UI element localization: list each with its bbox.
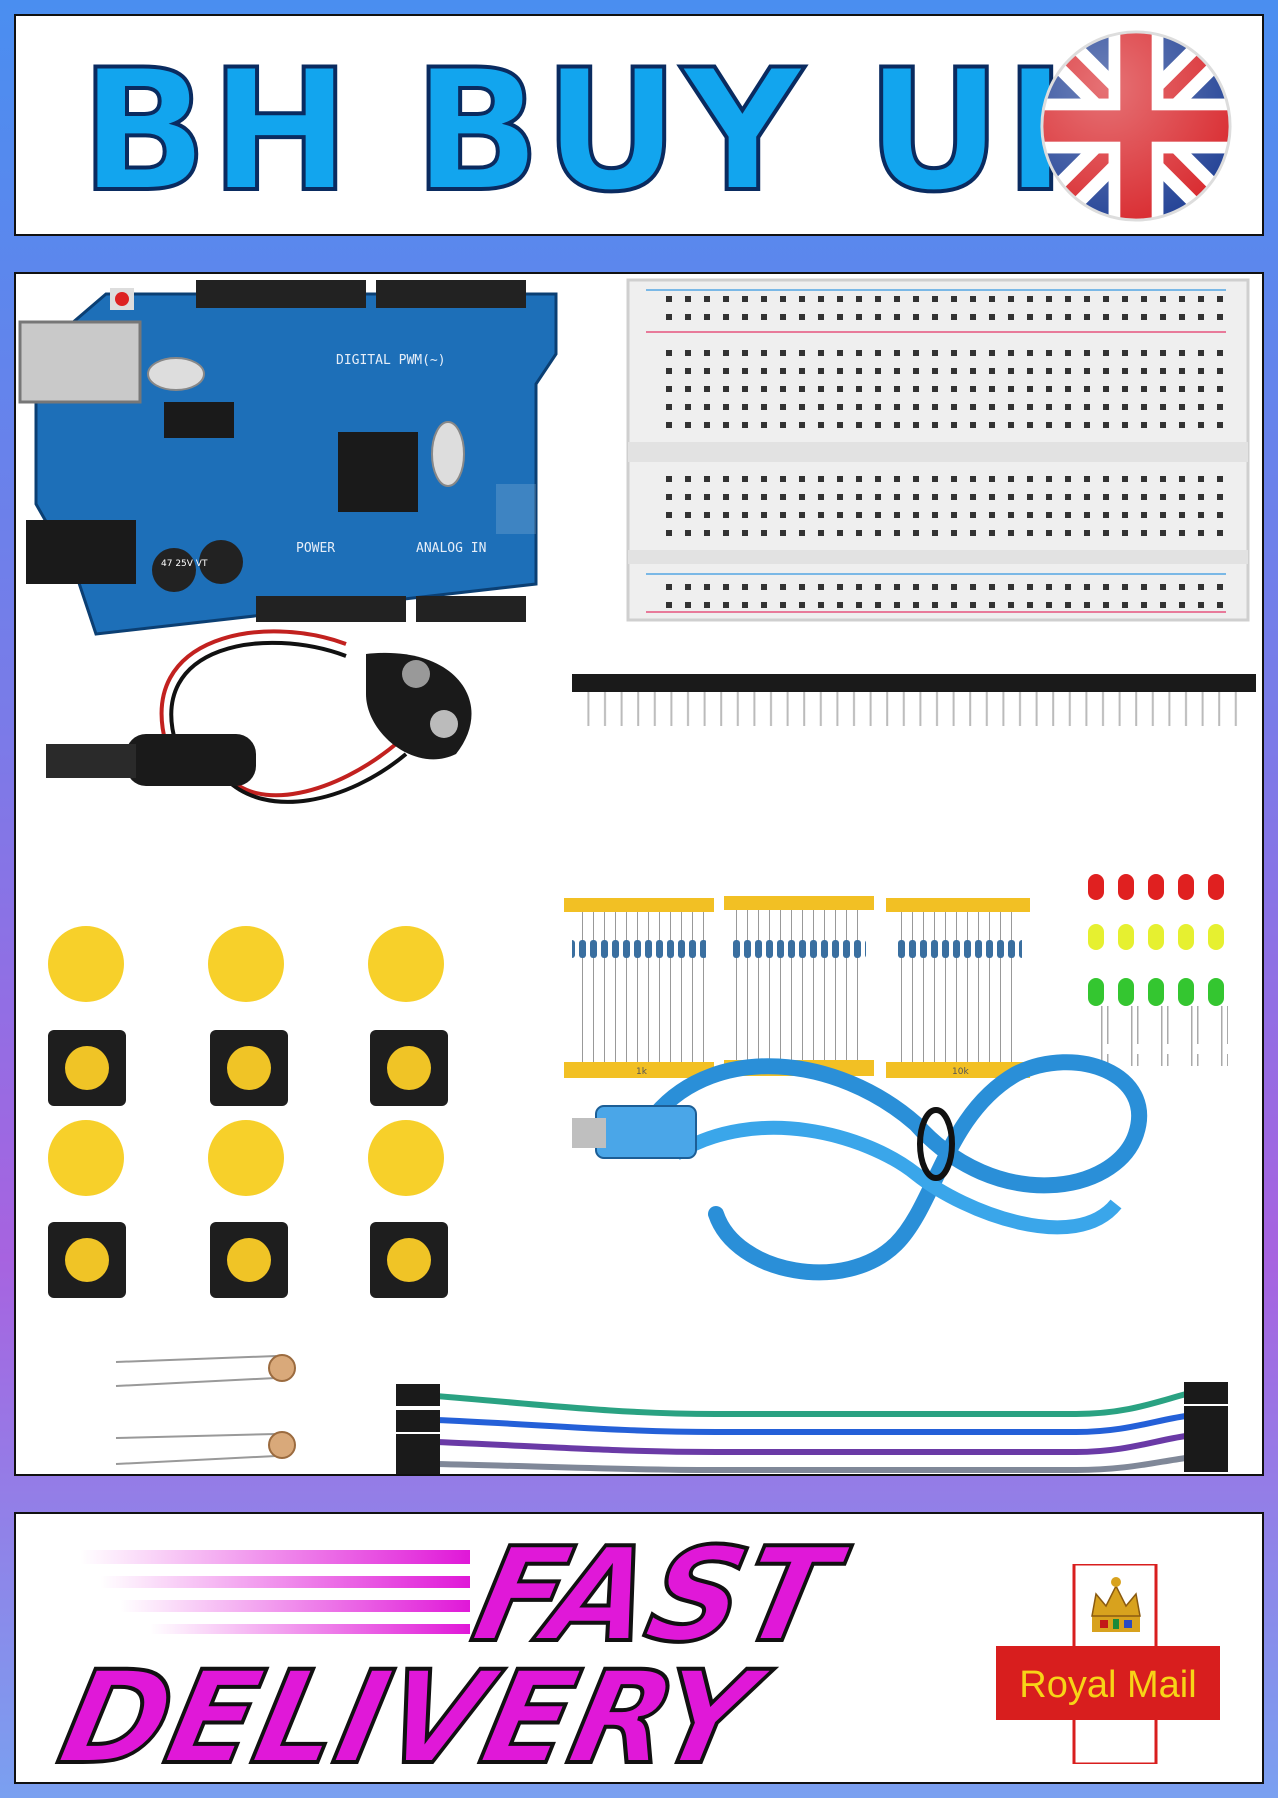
brand-title: BH BUY UK: [78, 33, 1137, 229]
analog-label: ANALOG IN: [416, 541, 486, 556]
arduino-uno-board: 47 25V VT DIGITAL PWM(~) POWER ANALOG IN: [18, 280, 558, 636]
speed-lines-graphic: [80, 1550, 470, 1634]
usb-cable: [572, 1054, 1147, 1281]
breadboard: [626, 278, 1250, 622]
starter-kit-photo: 47 25V VT DIGITAL PWM(~) POWER ANALOG IN: [18, 278, 1256, 1474]
battery-clip-cable: [46, 629, 472, 804]
royal-mail-logo: Royal Mail: [996, 1564, 1220, 1764]
delivery-text: DELIVERY: [46, 1642, 771, 1795]
delivery-banner: FAST DELIVERY Royal Mail: [14, 1512, 1264, 1795]
digital-label: DIGITAL PWM(~): [336, 353, 446, 368]
led-set: [1088, 874, 1228, 1066]
crown-icon: [1091, 1577, 1141, 1632]
capacitor-label: 47 25V VT: [161, 559, 208, 569]
resistor-label-1k: 1k: [636, 1067, 648, 1077]
resistor-label-10k: 10k: [952, 1067, 969, 1077]
union-jack-flag-icon: [1040, 30, 1232, 222]
pin-header-strip: [572, 674, 1256, 726]
power-label: POWER: [296, 541, 335, 556]
royal-mail-label: Royal Mail: [1019, 1664, 1196, 1706]
resistor-set: 1k 100R 10k: [564, 896, 1030, 1078]
product-photo-panel: 47 25V VT DIGITAL PWM(~) POWER ANALOG IN: [14, 272, 1264, 1476]
tactile-button-set: [48, 926, 448, 1298]
jumper-wires: [396, 1382, 1228, 1474]
photoresistor-pair: [115, 1354, 296, 1465]
header-banner: BH BUY UK: [14, 14, 1264, 236]
